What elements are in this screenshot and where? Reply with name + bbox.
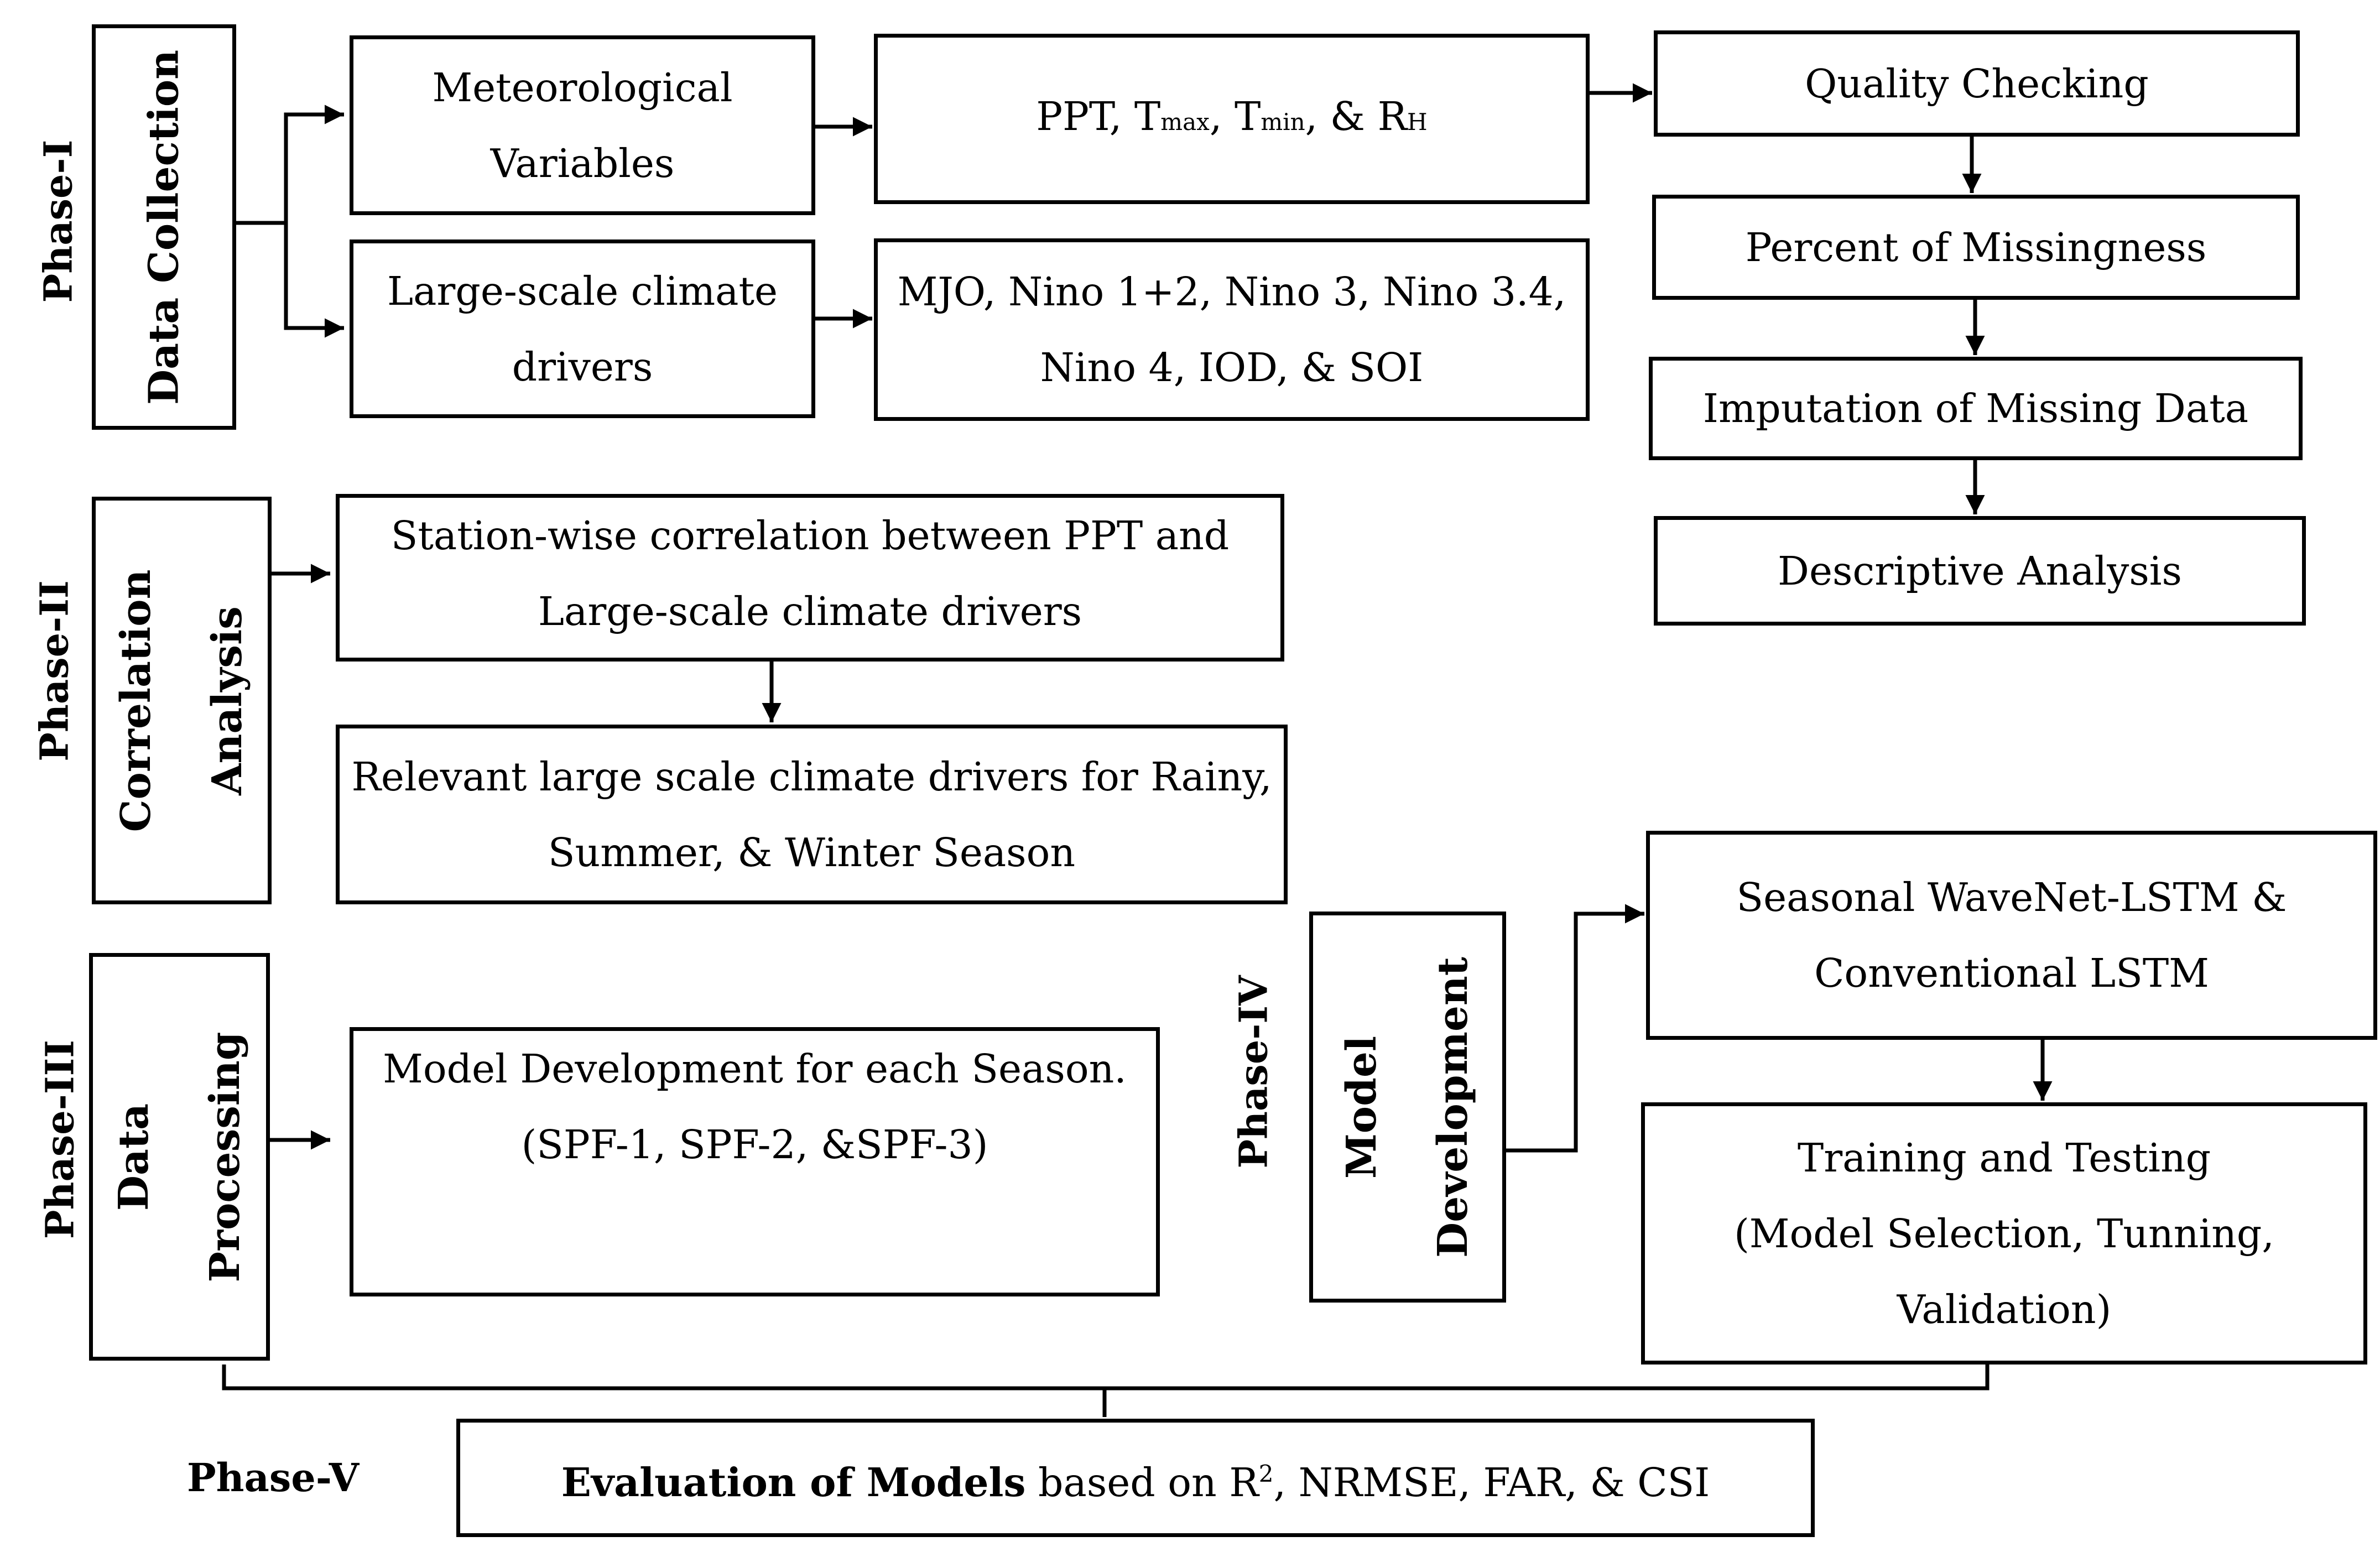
phase-2-label: Phase-II [31, 580, 77, 762]
quality-checking-box: Quality Checking [1654, 30, 2300, 137]
model-dev-season-line1: Model Development for each Season. [383, 1046, 1127, 1092]
phase-1-label: Phase-I [35, 139, 81, 303]
quality-text: Quality Checking [1805, 60, 2149, 107]
training-line2: (Model Selection, Tunning, [1734, 1210, 2274, 1257]
data-processing-box: Data Processing [89, 953, 270, 1361]
climate-indices-box: MJO, Nino 1+2, Nino 3, Nino 3.4, Nino 4,… [874, 238, 1590, 421]
arrow-to-large-scale [284, 223, 344, 338]
indices-line2: Nino 4, IOD, & SOI [1040, 345, 1424, 390]
missingness-box: Percent of Missingness [1652, 195, 2300, 300]
training-line3: Validation) [1897, 1286, 2112, 1332]
model-dev-season-line2: (SPF-1, SPF-2, &SPF-3) [521, 1122, 988, 1168]
station-correlation-box: Station-wise correlation between PPT and… [336, 494, 1284, 662]
data-collection-box: Data Collection [92, 24, 236, 430]
correlation-label-line1: Correlation [112, 569, 160, 832]
relevant-line2: Summer, & Winter Season [548, 829, 1076, 876]
imputation-text: Imputation of Missing Data [1702, 386, 2249, 431]
processing-label-line1: Data [110, 1103, 158, 1211]
meteorological-line1: Meteorological [432, 64, 733, 111]
model-development-box: Model Development [1309, 912, 1506, 1303]
evaluation-text: Evaluation of Models based on R2, NRMSE,… [561, 1459, 1710, 1506]
wavenet-line1: Seasonal WaveNet-LSTM & [1736, 874, 2287, 920]
relevant-drivers-box: Relevant large scale climate drivers for… [336, 725, 1288, 904]
variables-list-text: PPT, Tmax, Tmin, & RH [1036, 93, 1428, 139]
correlation-analysis-box: Correlation Analysis [92, 497, 272, 904]
indices-line1: MJO, Nino 1+2, Nino 3, Nino 3.4, [897, 269, 1566, 315]
wavenet-line2: Conventional LSTM [1814, 950, 2209, 996]
large-scale-line2: drivers [512, 343, 653, 390]
missingness-text: Percent of Missingness [1745, 224, 2207, 270]
arrow-to-meteorological [236, 105, 344, 225]
station-corr-line2: Large-scale climate drivers [538, 588, 1082, 634]
model-dev-label-line2: Development [1429, 956, 1477, 1258]
training-testing-box: Training and Testing (Model Selection, T… [1641, 1102, 2367, 1364]
data-collection-label: Data Collection [140, 49, 188, 405]
meteorological-variables-box: Meteorological Variables [350, 35, 815, 215]
meteorological-line2: Variables [490, 140, 675, 186]
arrow-to-wavenet [1506, 904, 1644, 1153]
imputation-box: Imputation of Missing Data [1649, 357, 2303, 460]
model-dev-label-line1: Model [1338, 1035, 1386, 1179]
model-development-season-box: Model Development for each Season. (SPF-… [350, 1027, 1160, 1296]
phase-3-label: Phase-III [37, 1039, 83, 1239]
wavenet-lstm-box: Seasonal WaveNet-LSTM & Conventional LST… [1646, 831, 2377, 1040]
evaluation-box: Evaluation of Models based on R2, NRMSE,… [456, 1419, 1815, 1537]
training-line1: Training and Testing [1797, 1134, 2211, 1181]
large-scale-drivers-box: Large-scale climate drivers [350, 239, 815, 418]
descriptive-text: Descriptive Analysis [1778, 548, 2182, 594]
processing-label-line2: Processing [201, 1031, 249, 1283]
correlation-label-line2: Analysis [203, 606, 251, 795]
variables-list-box: PPT, Tmax, Tmin, & RH [874, 34, 1590, 204]
phase-5-label: Phase-V [187, 1455, 360, 1501]
descriptive-analysis-box: Descriptive Analysis [1654, 516, 2306, 626]
large-scale-line1: Large-scale climate [387, 268, 778, 314]
phase-4-label: Phase-IV [1230, 975, 1277, 1169]
evaluation-brace [222, 1364, 1990, 1390]
relevant-line1: Relevant large scale climate drivers for… [351, 753, 1272, 800]
station-corr-line1: Station-wise correlation between PPT and [390, 513, 1230, 559]
